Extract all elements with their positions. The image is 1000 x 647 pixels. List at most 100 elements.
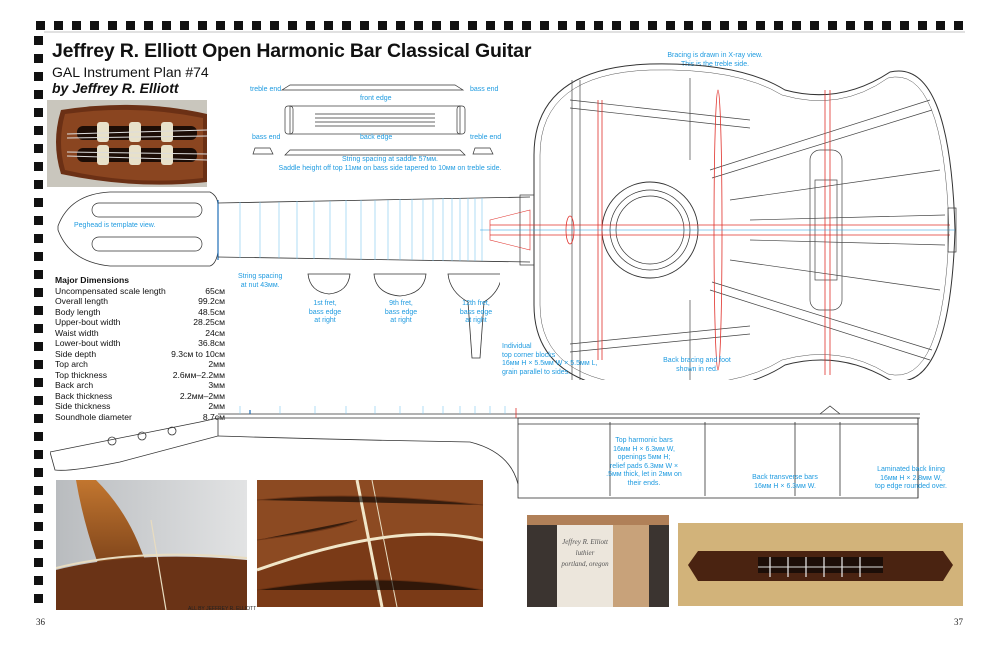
fret1-note-line3: at right [314,317,336,324]
bracing-note: Bracing is drawn in X-ray view. This is … [655,52,775,69]
dimension-row: Waist width 24см [55,328,225,339]
heel-photo [56,480,247,610]
transverse-bars-line1: Back transverse bars [752,474,818,481]
transverse-bars-note: Back transverse bars 16мм H × 6.3мм W. [740,474,830,491]
blocks-note-line4: grain parallel to sides. [502,368,571,376]
bass-end-label-bottom: bass end [252,134,281,141]
label-card-line2: luthier [575,549,595,557]
nut-note-line2: at nut 43мм. [240,281,280,289]
dimension-label: Top arch [55,359,88,369]
page-number-left: 36 [36,617,45,627]
fret9-note-line1: 9th fret, [389,300,413,307]
front-edge-label: front edge [360,95,392,102]
dimension-label: Upper-bout width [55,317,121,327]
back-lining-note: Laminated back lining 16мм H × 2.8мм W, … [866,466,956,492]
dimension-value: 8.7см [202,411,225,422]
harmonic-bars-line2: 16мм H × 6.3мм W, [613,445,675,453]
dimension-value: 99.2см [198,296,225,306]
back-lining-line2: 16мм H × 2.8мм W, [880,474,942,482]
fret9-note-line3: at right [390,317,412,324]
fret12-note-line1: 12th fret, [462,300,490,307]
blocks-note-line3: 16мм H × 5.5мм W × 5.5мм L, [502,360,598,367]
fret12-note-line2: bass edge [459,308,493,316]
label-card-line1: Jeffrey R. Elliott [562,538,608,546]
fret9-note: 9th fret, bass edge at right [381,300,421,326]
back-edge-label: back edge [360,134,393,141]
fret1-note-line2: bass edge [308,308,342,316]
dimension-label: Body length [55,306,101,317]
fret12-note-line3: at right [465,317,487,324]
rosette-detail-photo [257,480,483,607]
dimension-label: Lower-bout width [55,338,121,348]
fret12-note: 12th fret, bass edge at right [456,300,496,326]
blocks-note-line1: Individual [502,343,532,350]
fret-profiles [307,273,500,359]
dimension-value: 3мм [208,380,225,390]
transverse-bars-line2: 16мм H × 6.3мм W. [754,482,816,490]
dimension-label: Back arch [55,380,94,390]
dimension-row: Overall length 99.2см [55,296,225,307]
dimension-row: Top thickness 2.6мм–2.2мм [55,370,225,381]
bracing-note-line1: Bracing is drawn in X-ray view. [667,52,763,59]
dimension-value: 36.8см [198,338,225,348]
guitar-side-view [50,405,920,499]
dimension-label: Uncompensated scale length [55,285,166,296]
back-lining-line1: Laminated back lining [877,466,945,473]
guitar-top-view [57,63,957,380]
treble-end-label-bottom: treble end [470,134,502,141]
dimension-label: Overall length [55,296,109,306]
peghead-note: Peghead is template view. [74,222,156,229]
dimension-row: Lower-bout width 36.8см [55,338,225,349]
dimension-row: Top arch 2мм [55,359,225,370]
dimension-value: 2мм [208,359,225,369]
dimension-value: 2.6мм–2.2мм [172,369,225,380]
harmonic-bars-line3: openings 5мм H; [617,454,671,461]
nut-note-line1: String spacing [238,273,283,280]
blocks-note-line2: top corner blocks [502,351,556,359]
fret9-note-line2: bass edge [384,308,418,316]
bridge-photo [678,523,963,606]
peghead-photo [47,100,207,187]
dimension-row: Back arch 3мм [55,380,225,391]
dimension-label: Side depth [55,348,97,359]
dimension-value: 9.3см to 10см [171,348,225,359]
treble-end-label-top: treble end [250,86,282,93]
dimensions-heading: Major Dimensions [55,275,130,285]
dimension-label: Soundhole diameter [55,411,132,422]
fret1-note-line1: 1st fret, [313,300,337,307]
plan-subtitle: GAL Instrument Plan #74 [52,64,209,80]
blocks-note: Individual top corner blocks 16мм H × 5.… [502,343,597,377]
dimension-row: Side depth 9.3см to 10см [55,349,225,360]
string-spacing-line1: String spacing at saddle 57мм. [341,156,438,163]
dimension-value: 28.25см [193,317,225,327]
dimension-label: Side thickness [55,401,111,411]
dimension-value: 24см [205,327,225,338]
string-spacing-note: String spacing at saddle 57мм. Saddle he… [270,156,510,173]
harmonic-bars-line5: .5мм thick, let in 2мм on [606,471,682,478]
dimension-label: Waist width [55,327,99,338]
bridge-drawings [252,84,494,156]
dimension-label: Top thickness [55,369,108,380]
dimension-label: Back thickness [55,390,113,401]
label-card-line3: portland, oregon [561,560,609,568]
bracing-note-line2: This is the treble side. [680,60,750,68]
plan-title: Jeffrey R. Elliott Open Harmonic Bar Cla… [52,40,532,62]
plan-author: by Jeffrey R. Elliott [52,80,179,96]
bass-end-label-top: bass end [470,86,499,93]
harmonic-bars-line6: their ends. [627,479,661,487]
nut-note: String spacing at nut 43мм. [238,273,282,290]
dimension-row: Upper-bout width 28.25см [55,317,225,328]
label-photo: Jeffrey R. Elliott luthier portland, ore… [527,515,669,607]
string-spacing-line2: Saddle height off top 11мм on bass side … [278,164,502,172]
major-dimensions: Major Dimensions Uncompensated scale len… [55,275,225,422]
dimension-value: 48.5см [198,306,225,317]
fret1-note: 1st fret, bass edge at right [305,300,345,326]
harmonic-bars-note: Top harmonic bars 16мм H × 6.3мм W, open… [604,437,684,488]
dimension-row: Body length 48.5см [55,307,225,318]
harmonic-bars-line1: Top harmonic bars [615,437,673,444]
dimension-row: Soundhole diameter 8.7см [55,412,225,423]
